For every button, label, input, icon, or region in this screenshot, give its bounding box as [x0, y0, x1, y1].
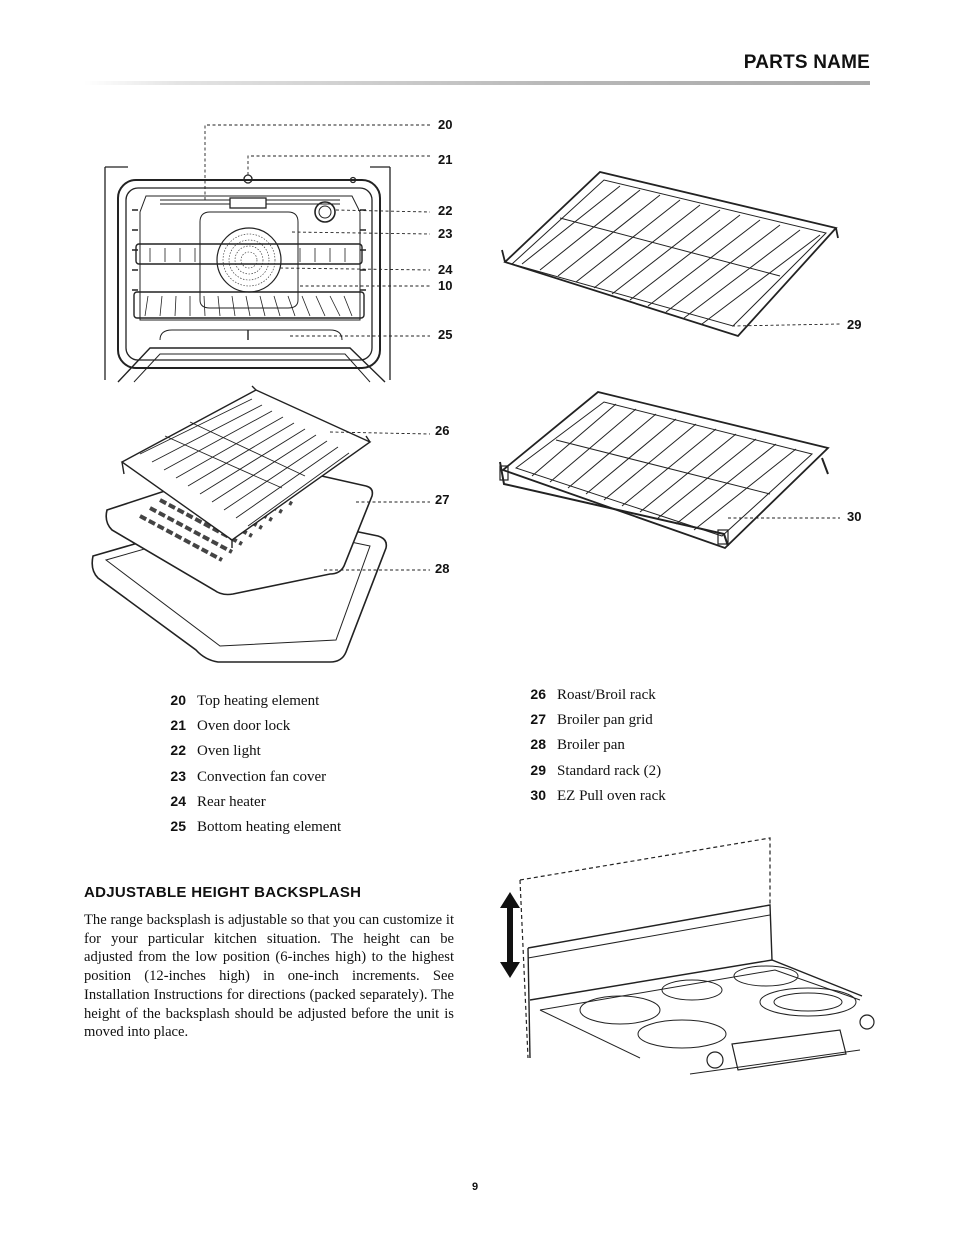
part-number: 28 [530, 736, 546, 753]
backsplash-illustration [500, 837, 875, 1075]
header-rule [84, 81, 870, 85]
callout-30: 30 [847, 509, 862, 524]
part-number: 25 [170, 818, 186, 835]
legend-item: 28 Broiler pan [516, 732, 666, 757]
callout-27: 27 [435, 492, 450, 507]
part-name: Top heating element [197, 693, 320, 709]
legend-item: 26 Roast/Broil rack [516, 682, 666, 707]
part-number: 27 [530, 711, 546, 728]
part-name: Broiler pan grid [557, 712, 653, 729]
callout-10: 10 [438, 278, 453, 293]
legend-item: 24 Rear heater [156, 789, 341, 814]
part-number: 29 [530, 761, 546, 778]
part-name: Roast/Broil rack [557, 687, 656, 703]
part-name: Convection fan cover [197, 768, 327, 785]
part-number: 26 [530, 686, 546, 702]
parts-legend-right: 26 Roast/Broil rack 27 Broiler pan grid 28… [516, 682, 666, 808]
callout-24: 24 [438, 262, 453, 277]
part-number: 30 [530, 786, 546, 803]
callout-25: 25 [438, 327, 453, 342]
standard-rack-illustration [501, 171, 839, 338]
part-number: 21 [170, 717, 186, 734]
part-name: Broiler pan [557, 737, 625, 754]
broiler-set-illustration [91, 385, 388, 663]
page-title: PARTS NAME [743, 52, 870, 73]
legend-item: 21 Oven door lock [156, 713, 341, 738]
callout-28: 28 [435, 561, 450, 576]
oven-cavity-illustration [104, 166, 391, 383]
section-body-text: The range backsplash is adjustable so th… [84, 912, 454, 1041]
part-number: 23 [170, 767, 186, 784]
part-name: Standard rack (2) [557, 762, 662, 779]
callout-20: 20 [438, 117, 453, 132]
callout-21: 21 [438, 152, 453, 167]
legend-item: 22 Oven light [156, 738, 341, 763]
page-number: 9 [472, 1181, 479, 1193]
callout-26: 26 [435, 423, 450, 438]
part-number: 24 [170, 792, 186, 809]
callout-29: 29 [847, 317, 862, 332]
part-name: Rear heater [197, 793, 266, 810]
legend-item: 20 Top heating element [156, 688, 341, 713]
part-number: 22 [170, 742, 186, 759]
part-number: 20 [170, 692, 186, 708]
legend-item: 30 EZ Pull oven rack [516, 783, 666, 808]
part-name: Oven door lock [197, 718, 291, 735]
part-name: Oven light [197, 743, 261, 760]
part-name: EZ Pull oven rack [557, 787, 666, 804]
legend-item: 27 Broiler pan grid [516, 707, 666, 732]
section-heading: ADJUSTABLE HEIGHT BACKSPLASH [84, 884, 362, 901]
legend-item: 29 Standard rack (2) [516, 758, 666, 783]
legend-item: 25 Bottom heating element [156, 814, 341, 839]
callout-22: 22 [438, 203, 453, 218]
parts-legend-left: 20 Top heating element 21 Oven door lock 2… [156, 688, 341, 839]
callout-23: 23 [438, 226, 453, 241]
callout-leaders [204, 124, 841, 571]
part-name: Bottom heating element [197, 819, 342, 836]
ez-pull-rack-illustration [499, 391, 830, 550]
legend-item: 23 Convection fan cover [156, 764, 341, 789]
